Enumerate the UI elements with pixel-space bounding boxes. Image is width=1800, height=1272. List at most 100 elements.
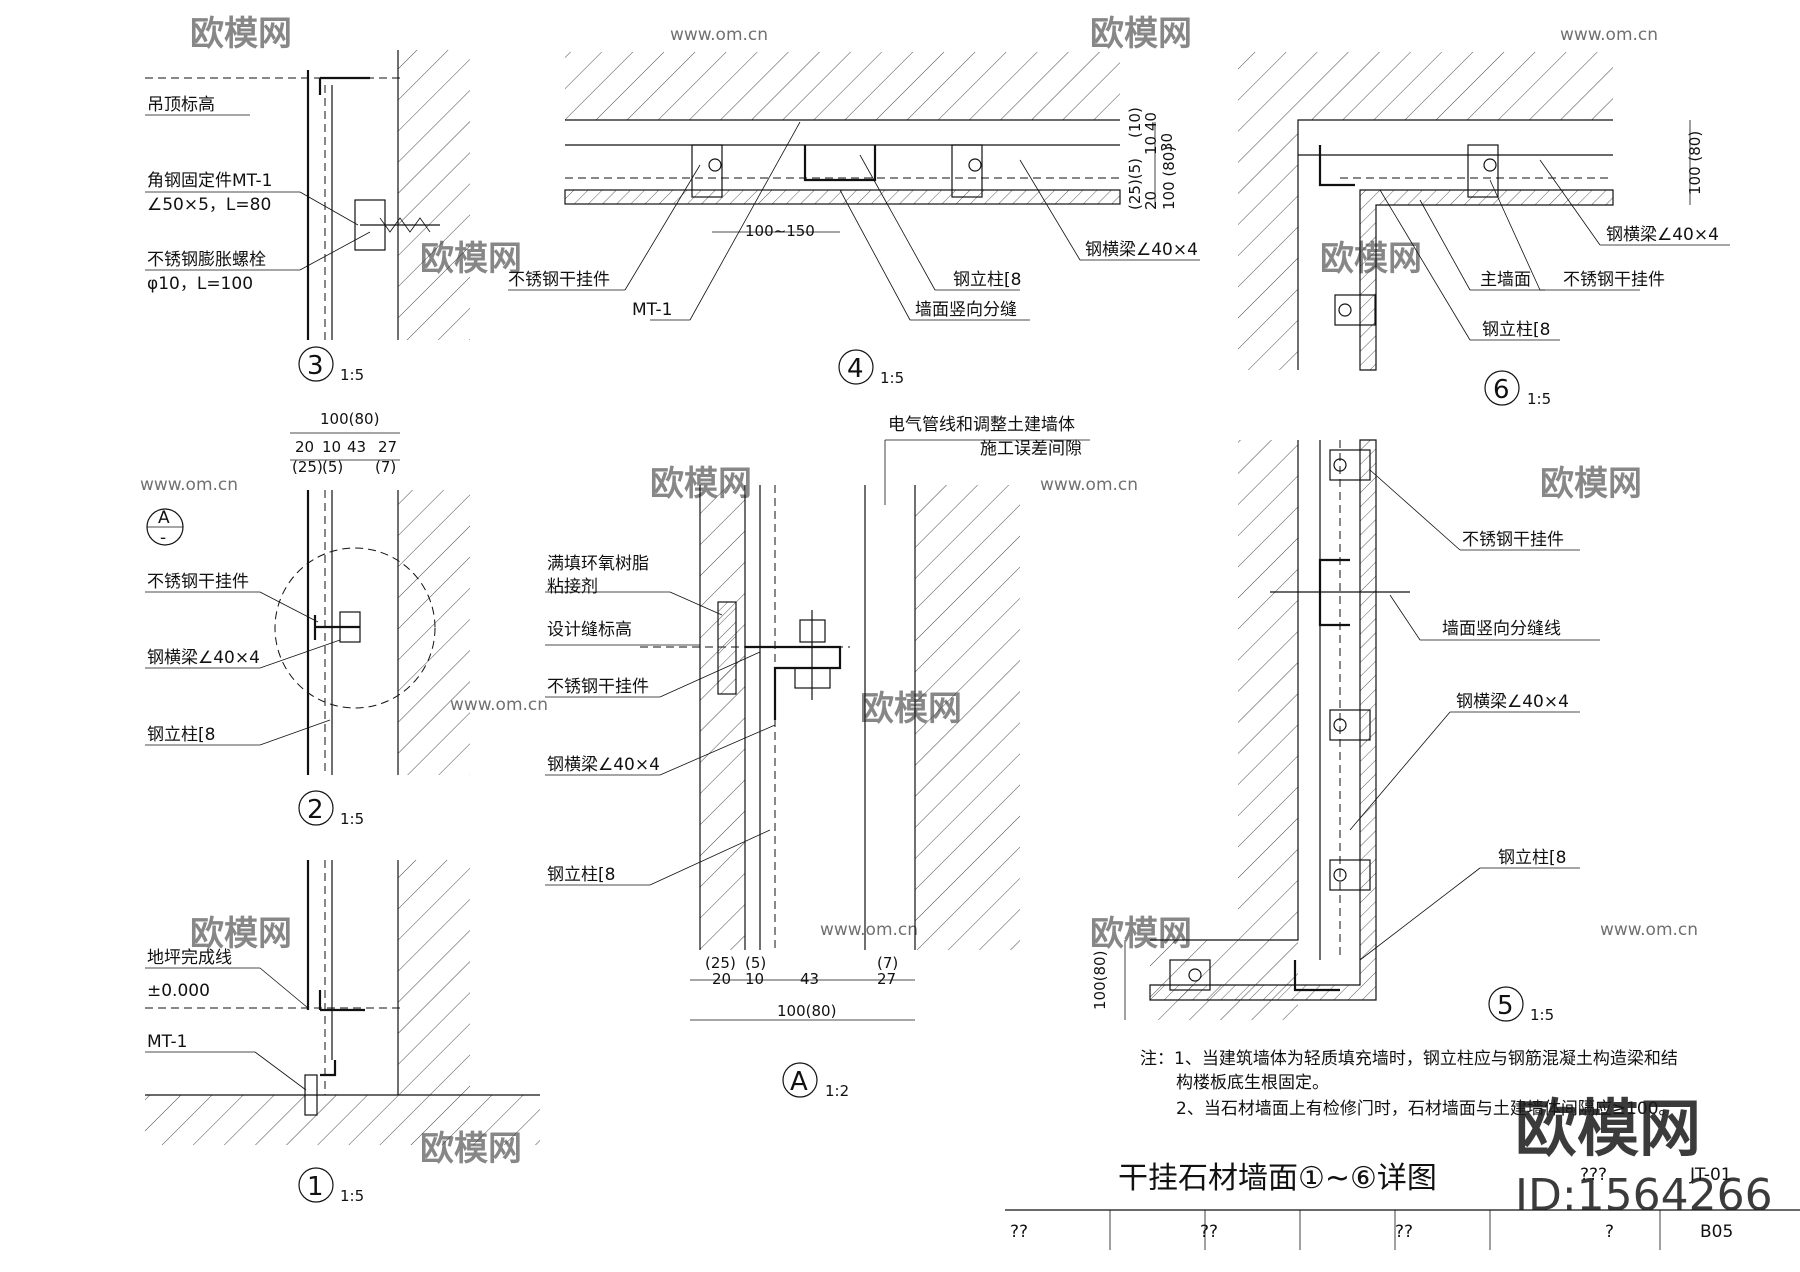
dim-text: (25): [292, 458, 323, 476]
label-hanger: 不锈钢干挂件: [1462, 530, 1564, 550]
title-code-right: JT-01: [1689, 1165, 1732, 1185]
dim-text: (7): [375, 458, 396, 476]
watermark-site: www.om.cn: [140, 475, 238, 495]
detail-1: 地坪完成线 ±0.000 MT-1 1 1:5: [145, 860, 540, 1205]
brand-watermark: 欧模网 ID:1564266: [1515, 1092, 1773, 1221]
dim-text: 43: [800, 970, 819, 988]
detail-2: A - 100(80) 20 10 43 27 (25) (5) (7) 不锈钢…: [145, 410, 470, 828]
dim-text: 20: [1142, 191, 1160, 210]
detail-number: 3: [307, 351, 324, 381]
watermark-site: www.om.cn: [1040, 475, 1138, 495]
brand-id: ID:1564266: [1515, 1170, 1773, 1221]
label-epoxy-2: 粘接剂: [547, 577, 598, 597]
label-ceiling-level: 吊顶标高: [147, 95, 215, 115]
note-line-1: 注：1、当建筑墙体为轻质填充墙时，钢立柱应与钢筋混凝土构造梁和结: [1140, 1049, 1678, 1069]
watermark-brand: 欧模网: [1090, 14, 1192, 54]
section-sub: -: [160, 528, 166, 548]
label-expansion-bolt: 不锈钢膨胀螺栓: [147, 250, 266, 270]
label-joint-line: 墙面竖向分缝线: [1442, 619, 1561, 639]
dim-text: (10): [1126, 107, 1144, 138]
detail-a: (25) (5) (7) 20 10 43 27 100(80) 电气管线和调整…: [545, 415, 1090, 1100]
title-cell: ??: [1010, 1222, 1028, 1242]
label-angle-spec: ∠50×5，L=80: [147, 195, 271, 215]
label-conduit-gap: 施工误差间隙: [980, 439, 1082, 459]
watermark-site: www.om.cn: [670, 25, 768, 45]
dim-text: 20: [712, 970, 731, 988]
label-column: 钢立柱[8: [953, 270, 1021, 290]
watermark-brand: 欧模网: [190, 914, 292, 954]
label-hanger: 不锈钢干挂件: [147, 572, 249, 592]
dim-total: 100(80): [320, 410, 379, 428]
title-cell: ?: [1605, 1222, 1614, 1242]
detail-number: 1: [307, 1172, 324, 1202]
label-joint-level: 设计缝标高: [547, 620, 632, 640]
label-beam: 钢横梁∠40×4: [1456, 692, 1569, 712]
detail-number: A: [790, 1067, 808, 1097]
dim-text: 27: [877, 970, 896, 988]
label-main-wall: 主墙面: [1480, 270, 1531, 290]
label-column: 钢立柱[8: [1498, 848, 1566, 868]
dim-spacing: 100~150: [745, 222, 815, 240]
label-level: ±0.000: [147, 981, 210, 1001]
label-beam: 钢横梁∠40×4: [1606, 225, 1719, 245]
detail-number: 5: [1497, 991, 1514, 1021]
title-cell: ??: [1395, 1222, 1413, 1242]
title-code-bottom: B05: [1700, 1222, 1733, 1242]
detail-scale: 1:5: [340, 366, 364, 384]
label-column: 钢立柱[8: [547, 865, 615, 885]
dim-text: 27: [378, 438, 397, 456]
label-column: 钢立柱[8: [147, 725, 215, 745]
dim-text: (7): [877, 954, 898, 972]
detail-scale: 1:2: [825, 1082, 849, 1100]
watermark-brand: 欧模网: [1540, 464, 1642, 504]
dim-text: 20: [295, 438, 314, 456]
watermark-site: www.om.cn: [1560, 25, 1658, 45]
dim-total: 100(80): [777, 1002, 836, 1020]
dim-text: (5): [745, 954, 766, 972]
label-joint: 墙面竖向分缝: [915, 300, 1017, 320]
watermark-site: www.om.cn: [1600, 920, 1698, 940]
dim-text: 43: [347, 438, 366, 456]
label-angle-bracket: 角钢固定件MT-1: [147, 171, 272, 191]
title-cell: ??: [1200, 1222, 1218, 1242]
detail-scale: 1:5: [340, 1187, 364, 1205]
section-mark: A: [158, 508, 170, 528]
notes: 注：1、当建筑墙体为轻质填充墙时，钢立柱应与钢筋混凝土构造梁和结 构楼板底生根固…: [1140, 1049, 1678, 1119]
dim-text: 10: [322, 438, 341, 456]
detail-scale: 1:5: [1527, 390, 1551, 408]
detail-scale: 1:5: [1530, 1006, 1554, 1024]
label-hanger: 不锈钢干挂件: [547, 677, 649, 697]
title-code-top: ???: [1580, 1165, 1607, 1185]
detail-5: 100(80) 不锈钢干挂件 墙面竖向分缝线 钢横梁∠40×4 钢立柱[8 5 …: [1091, 439, 1600, 1024]
dim-text: 30: [1158, 133, 1176, 152]
note-line-3: 2、当石材墙面上有检修门时，石材墙面与土建墙体间隔应≥100。: [1176, 1099, 1676, 1119]
watermark-site: www.om.cn: [450, 695, 548, 715]
label-beam: 钢横梁∠40×4: [547, 755, 660, 775]
note-line-2: 构楼板底生根固定。: [1176, 1073, 1329, 1093]
dim-text: (25)(5): [1126, 158, 1144, 210]
label-mt1: MT-1: [632, 300, 672, 320]
detail-scale: 1:5: [340, 810, 364, 828]
label-epoxy: 满填环氧树脂: [547, 554, 649, 574]
label-column: 钢立柱[8: [1482, 320, 1550, 340]
label-bolt-spec: φ10，L=100: [147, 274, 253, 294]
brand-logo-text: 欧模网: [1515, 1092, 1701, 1165]
dim-text: 10 40: [1142, 112, 1160, 155]
title-block: 干挂石材墙面①~⑥详图 ?? ?? ?? ? ??? JT-01 B05: [1005, 1161, 1800, 1250]
drawing-title: 干挂石材墙面①~⑥详图: [1118, 1161, 1437, 1196]
label-conduit: 电气管线和调整土建墙体: [888, 415, 1075, 435]
label-hanger: 不锈钢干挂件: [508, 270, 610, 290]
detail-number: 4: [847, 354, 864, 384]
label-hanger: 不锈钢干挂件: [1563, 270, 1665, 290]
dim-text: 10: [745, 970, 764, 988]
label-beam: 钢横梁∠40×4: [1085, 240, 1198, 260]
detail-3: 吊顶标高 角钢固定件MT-1 ∠50×5，L=80 不锈钢膨胀螺栓 φ10，L=…: [145, 50, 470, 384]
label-beam: 钢横梁∠40×4: [147, 648, 260, 668]
detail-number: 2: [307, 795, 324, 825]
watermark-brand: 欧模网: [190, 14, 292, 54]
dim-text: 100(80): [1091, 951, 1109, 1010]
detail-scale: 1:5: [880, 369, 904, 387]
dim-text: (5): [322, 458, 343, 476]
dim-text: 100 (80): [1686, 131, 1704, 195]
